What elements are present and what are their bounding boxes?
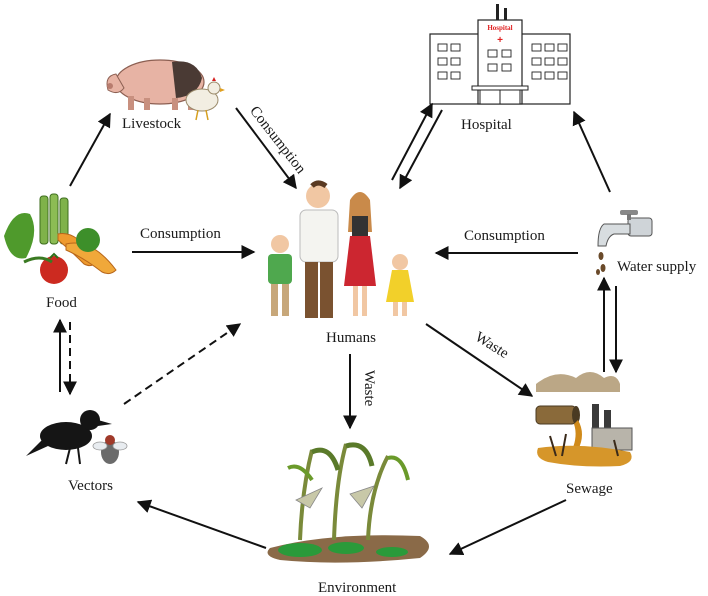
arrow-humans-to-hospital: [391, 102, 433, 181]
hospital-window: [450, 43, 461, 52]
livestock-illustration: [106, 59, 225, 121]
arrow-vectors-to-humans: [123, 323, 242, 405]
hospital-window: [450, 71, 461, 80]
hospital-window: [531, 71, 542, 80]
arrow-water-to-hospital: [572, 110, 611, 193]
arrow-environment-to-vectors: [136, 499, 267, 549]
consumption-label-water: Consumption: [464, 228, 545, 244]
hospital-window: [544, 57, 555, 66]
arrow-livestock-to-humans: [235, 107, 297, 190]
hospital-cross-icon: +: [497, 35, 503, 46]
hospital-window: [557, 71, 568, 80]
water-supply-label: Water supply: [617, 259, 697, 275]
hospital-window: [531, 43, 542, 52]
humans-label: Humans: [326, 330, 376, 346]
sewage-illustration: [535, 372, 633, 467]
livestock-label: Livestock: [122, 116, 182, 132]
humans-illustration: [268, 180, 414, 318]
hospital-window: [501, 63, 512, 72]
food-illustration: [4, 193, 117, 284]
hospital-window: [544, 71, 555, 80]
vectors-label: Vectors: [68, 478, 113, 494]
arrow-food-to-livestock: [69, 112, 111, 187]
hospital-window: [487, 49, 498, 58]
water-supply-illustration: [596, 210, 653, 275]
consumption-label-food: Consumption: [140, 226, 221, 242]
hospital-window: [450, 57, 461, 66]
hospital-window: [557, 43, 568, 52]
hospital-window: [531, 57, 542, 66]
waste-label-environment: Waste: [361, 370, 377, 407]
hospital-windows: [437, 43, 568, 80]
sewage-label: Sewage: [566, 481, 613, 497]
arrows: [53, 102, 623, 556]
hospital-window: [487, 63, 498, 72]
hospital-window: [437, 71, 448, 80]
food-label: Food: [46, 295, 77, 311]
vectors-illustration: [26, 410, 128, 465]
hospital-window: [544, 43, 555, 52]
arrow-hospital-to-humans: [399, 109, 443, 190]
environment-illustration: [267, 442, 429, 563]
hospital-window: [557, 57, 568, 66]
arrow-sewage-to-environment: [448, 499, 567, 556]
hospital-illustration: [429, 4, 571, 105]
arrow-humans-to-sewage: [425, 323, 534, 397]
hospital-window: [501, 49, 512, 58]
hospital-window: [437, 43, 448, 52]
environment-label: Environment: [318, 580, 397, 596]
hospital-window: [437, 57, 448, 66]
hospital-label: Hospital: [461, 117, 512, 133]
hospital-sign: Hospital: [487, 24, 512, 32]
